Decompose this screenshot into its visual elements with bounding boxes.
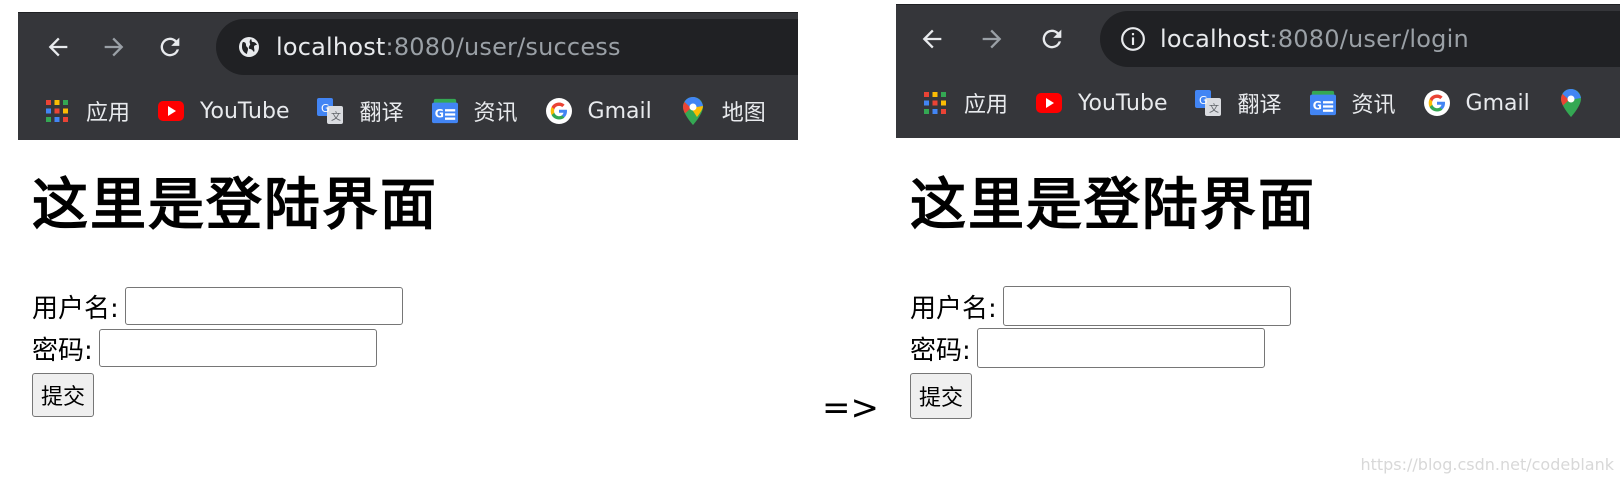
reload-button[interactable]	[1034, 21, 1070, 57]
password-label: 密码:	[32, 335, 93, 366]
google-icon	[1423, 90, 1450, 116]
svg-text:文: 文	[331, 110, 341, 123]
address-bar[interactable]: localhost:8080/user/success	[216, 19, 798, 75]
bookmark-maps[interactable]: 地图	[680, 95, 766, 127]
back-button[interactable]	[914, 21, 950, 57]
page-content: 这里是登陆界面 用户名: 密码: 提交	[32, 160, 438, 417]
browser-chrome: localhost:8080/user/login 应用 YouTube	[896, 4, 1620, 138]
password-input[interactable]	[976, 328, 1265, 368]
bookmark-label: 资讯	[1351, 93, 1396, 118]
url-host: localhost	[276, 33, 386, 61]
bookmark-label: Gmail	[1465, 90, 1530, 116]
url-path: :8080/user/login	[1269, 25, 1469, 53]
username-row: 用户名:	[910, 285, 1316, 327]
bookmark-news[interactable]: G 资讯	[1309, 87, 1396, 119]
bookmark-label: 翻译	[359, 101, 404, 126]
svg-text:文: 文	[1209, 102, 1219, 115]
password-input[interactable]	[98, 329, 377, 367]
bookmark-apps[interactable]: 应用	[44, 95, 130, 127]
bookmark-label: 翻译	[1237, 93, 1282, 118]
apps-grid-icon	[922, 90, 948, 116]
reload-icon	[1042, 29, 1062, 49]
bookmark-apps[interactable]: 应用	[922, 87, 1008, 119]
bookmark-label: 地图	[721, 101, 766, 126]
bookmark-youtube[interactable]: YouTube	[1036, 90, 1167, 116]
back-button[interactable]	[40, 29, 76, 65]
submit-button[interactable]: 提交	[910, 373, 973, 419]
login-form: 用户名: 密码: 提交	[910, 285, 1316, 419]
password-row: 密码:	[32, 327, 438, 369]
globe-icon	[236, 34, 262, 60]
youtube-icon	[158, 98, 185, 124]
transition-arrow: =>	[822, 388, 879, 428]
bookmark-maps[interactable]	[1558, 89, 1600, 117]
username-row: 用户名:	[32, 285, 438, 327]
bookmark-label: YouTube	[200, 98, 290, 124]
submit-button[interactable]: 提交	[32, 373, 95, 417]
bookmark-label: Gmail	[587, 98, 652, 124]
arrow-left-icon	[922, 29, 942, 49]
bookmark-label: YouTube	[1078, 90, 1168, 116]
username-label: 用户名:	[32, 293, 119, 324]
url-text: localhost:8080/user/success	[276, 33, 621, 61]
svg-text:G: G	[434, 108, 443, 121]
reload-icon	[160, 37, 180, 57]
google-maps-icon	[680, 97, 706, 125]
google-icon	[545, 98, 572, 124]
svg-text:G: G	[1312, 100, 1321, 113]
password-label: 密码:	[910, 335, 971, 366]
username-input[interactable]	[124, 287, 403, 325]
info-icon	[1120, 26, 1146, 52]
arrow-right-icon	[104, 37, 124, 57]
page-content: 这里是登陆界面 用户名: 密码: 提交	[910, 160, 1316, 419]
browser-chrome: localhost:8080/user/success 应用 YouTube	[18, 12, 798, 140]
google-news-icon: G	[431, 98, 458, 124]
username-label: 用户名:	[910, 293, 997, 324]
bookmark-gmail[interactable]: Gmail	[545, 98, 652, 124]
bookmark-news[interactable]: G 资讯	[431, 95, 518, 127]
login-form: 用户名: 密码: 提交	[32, 285, 438, 417]
bookmark-gmail[interactable]: Gmail	[1423, 90, 1530, 116]
svg-text:G: G	[321, 102, 330, 115]
browser-toolbar: localhost:8080/user/success	[18, 13, 798, 81]
reload-button[interactable]	[152, 29, 188, 65]
svg-text:G: G	[1199, 94, 1208, 107]
watermark: https://blog.csdn.net/codeblank	[1360, 455, 1614, 474]
url-host: localhost	[1160, 25, 1270, 53]
browser-toolbar: localhost:8080/user/login	[896, 5, 1620, 73]
forward-button[interactable]	[974, 21, 1010, 57]
apps-grid-icon	[44, 98, 70, 124]
password-row: 密码:	[910, 327, 1316, 369]
google-news-icon: G	[1309, 90, 1336, 116]
forward-button[interactable]	[96, 29, 132, 65]
url-path: :8080/user/success	[385, 33, 621, 61]
bookmark-youtube[interactable]: YouTube	[158, 98, 289, 124]
url-text: localhost:8080/user/login	[1160, 25, 1469, 53]
arrow-right-icon	[982, 29, 1002, 49]
arrow-left-icon	[48, 37, 68, 57]
google-maps-icon	[1558, 89, 1584, 117]
address-bar[interactable]: localhost:8080/user/login	[1100, 11, 1620, 67]
username-input[interactable]	[1002, 286, 1291, 326]
bookmark-label: 应用	[964, 93, 1009, 118]
page-title: 这里是登陆界面	[910, 173, 1316, 238]
bookmark-label: 资讯	[473, 101, 518, 126]
bookmark-label: 应用	[86, 101, 131, 126]
page-title: 这里是登陆界面	[32, 173, 438, 238]
youtube-icon	[1036, 90, 1063, 116]
